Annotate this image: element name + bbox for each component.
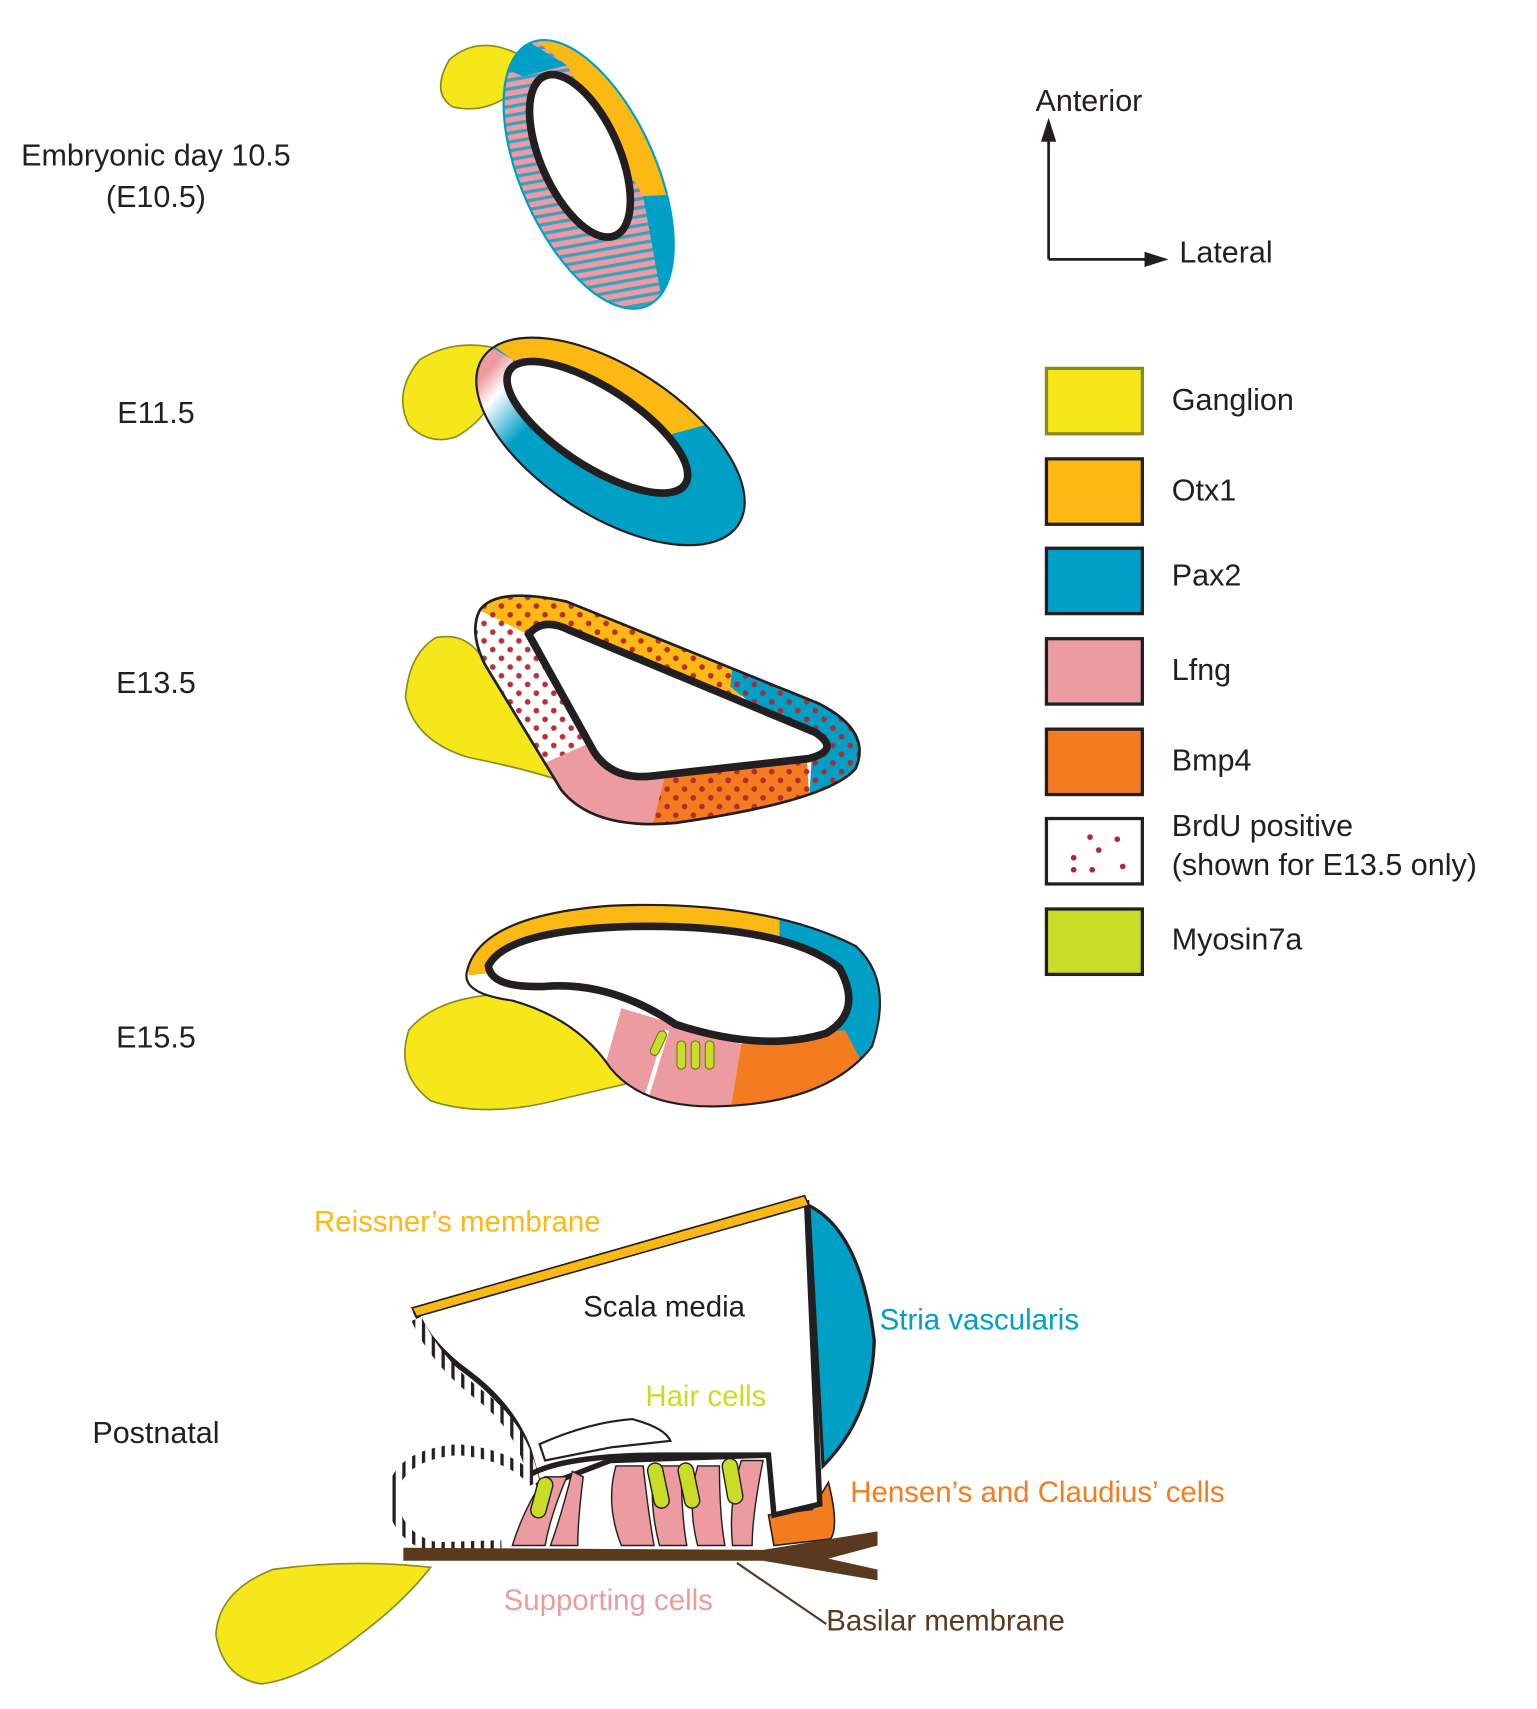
e11-5-cochlear-duct xyxy=(401,326,779,567)
e10-5-otocyst xyxy=(439,21,709,334)
tectorial-membrane xyxy=(538,1417,672,1462)
stage-label-e15-5: E15.5 xyxy=(116,1020,196,1054)
orientation-axes: Anterior Lateral xyxy=(1036,84,1273,269)
hair-cells xyxy=(649,1030,715,1070)
reticular-lamina xyxy=(530,1452,769,1477)
svg-text:Bmp4: Bmp4 xyxy=(1172,744,1252,778)
supporting-cells-label: Supporting cells xyxy=(504,1584,713,1617)
svg-text:(shown for E13.5 only): (shown for E13.5 only) xyxy=(1172,848,1477,882)
legend: Ganglion Otx1 Pax2 Lfng Bmp4 BrdU positi… xyxy=(1044,366,1477,977)
arrow-up-icon xyxy=(1040,117,1057,142)
supporting-cells xyxy=(511,1459,764,1547)
svg-text:Lfng: Lfng xyxy=(1172,653,1231,687)
legend-item-otx1: Otx1 xyxy=(1044,457,1236,526)
legend-item-lfng: Lfng xyxy=(1044,637,1231,706)
legend-item-pax2: Pax2 xyxy=(1044,546,1242,616)
stria-vascularis-label: Stria vascularis xyxy=(880,1304,1079,1337)
svg-text:Myosin7a: Myosin7a xyxy=(1172,922,1303,956)
hair-cells xyxy=(530,1457,744,1519)
svg-text:Ganglion: Ganglion xyxy=(1172,383,1294,417)
legend-item-brdu: BrdU positive (shown for E13.5 only) xyxy=(1044,809,1477,886)
basilar-membrane-label: Basilar membrane xyxy=(826,1605,1065,1638)
stage-label-e13-5: E13.5 xyxy=(116,666,196,700)
svg-text:Pax2: Pax2 xyxy=(1172,558,1242,592)
basilar-membrane xyxy=(403,1531,878,1581)
e15-5-cochlear-duct xyxy=(404,903,882,1111)
postnatal-organ-of-corti: Reissner’s membrane Scala media Stria va… xyxy=(215,1194,1225,1685)
reissners-membrane xyxy=(410,1194,810,1318)
ganglion xyxy=(439,44,525,110)
stria-vascularis xyxy=(807,1202,876,1470)
legend-item-myosin7a: Myosin7a xyxy=(1044,907,1303,977)
hair-cells-label: Hair cells xyxy=(645,1380,766,1413)
legend-item-ganglion: Ganglion xyxy=(1044,366,1294,436)
ganglion xyxy=(215,1562,433,1685)
svg-text:Otx1: Otx1 xyxy=(1172,473,1236,507)
stage-label-e10-5-abbrev: (E10.5) xyxy=(106,180,206,214)
reissners-membrane-label: Reissner’s membrane xyxy=(314,1206,601,1239)
arrow-right-icon xyxy=(1144,251,1169,268)
stage-label-e10-5: Embryonic day 10.5 xyxy=(21,139,291,173)
scala-media-label: Scala media xyxy=(583,1291,745,1324)
hensen-claudius-label: Hensen’s and Claudius’ cells xyxy=(850,1476,1224,1509)
lumen xyxy=(524,620,831,781)
svg-text:BrdU positive: BrdU positive xyxy=(1172,809,1353,843)
legend-item-bmp4: Bmp4 xyxy=(1044,727,1252,797)
lateral-label: Lateral xyxy=(1179,236,1272,270)
e13-5-cochlear-duct xyxy=(404,594,861,826)
stage-label-postnatal: Postnatal xyxy=(92,1416,219,1450)
anterior-label: Anterior xyxy=(1036,84,1143,118)
spiral-limbus xyxy=(387,1316,540,1554)
stage-label-e11-5: E11.5 xyxy=(117,396,194,430)
lumen xyxy=(484,922,853,1046)
